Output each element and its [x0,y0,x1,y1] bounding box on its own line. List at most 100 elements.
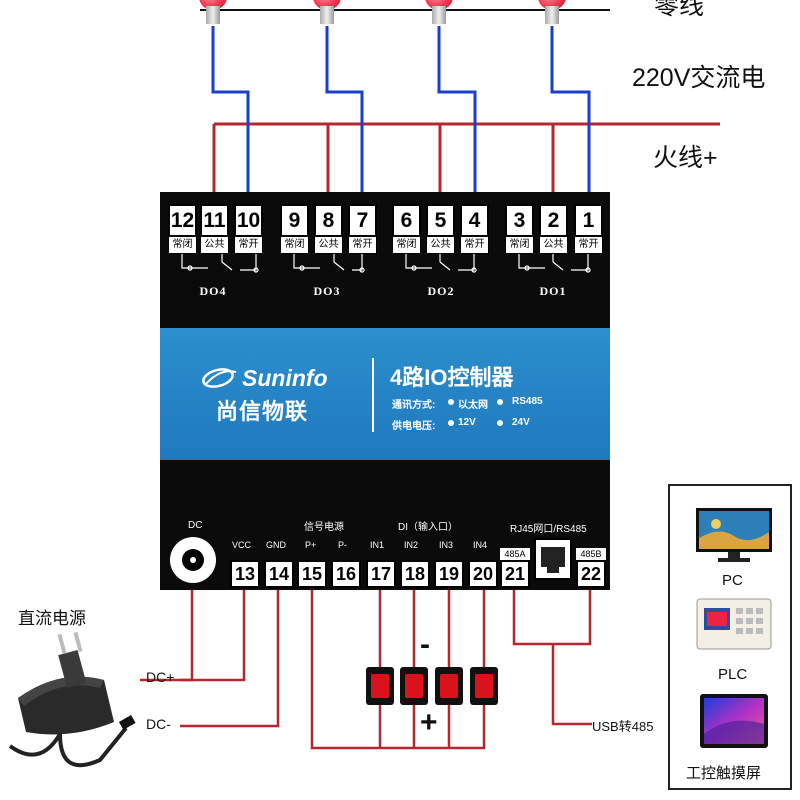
host-devices-panel: PC PLC 工控触摸屏 [668,484,792,790]
terminal-21: 21 [500,560,530,588]
power-dot-icon [497,420,503,426]
in1-label: IN1 [370,540,385,550]
relay-label: 常闭 [392,236,421,254]
do4-label: DO4 [199,284,227,298]
dc-jack-label: DC [188,520,203,531]
lamp-4-icon [538,0,566,10]
relay-label: 常开 [348,236,377,254]
in2-label: IN2 [404,540,419,550]
signal-power-label: 信号电源 [304,522,344,533]
power-adapter-icon [8,631,136,768]
rj45-label: RJ45网口/RS485 [510,524,587,535]
terminal-16: 16 [331,560,361,588]
relay-label: 公共 [539,236,568,254]
lamp-2-base-icon [320,6,334,24]
comm-dot-icon [448,399,454,405]
p-plus-label: P+ [305,540,317,550]
do1-label: DO1 [539,284,567,298]
relay-label: 常闭 [505,236,534,254]
power-label: 供电电压: [392,421,436,432]
relay-label: 常开 [574,236,603,254]
dc-plus-label: DC+ [146,669,175,685]
brand-en: Suninfo [242,365,328,391]
usb485-label: USB转485 [592,719,654,734]
comm-ethernet: 以太网 [458,400,488,411]
vcc-label: VCC [232,540,252,550]
power-12v: 12V [458,417,476,428]
relay-label: 公共 [426,236,455,254]
relay-label: 公共 [200,236,229,254]
terminal-11: 11 [200,204,229,237]
lamp-3-base-icon [432,6,446,24]
product-name: 4路IO控制器 [390,365,514,390]
terminal-8: 8 [314,204,343,237]
touchscreen-label: 工控触摸屏 [686,765,762,782]
plc-icon [696,598,772,650]
do2-label: DO2 [427,284,455,298]
io-controller: 12 11 10 9 8 7 6 5 4 3 2 1 常闭 公共 常开 常闭 公… [160,192,610,590]
dc-minus-label: DC- [146,716,171,732]
ac-voltage-label: 220V交流电 [632,64,766,92]
relay-label: 常闭 [168,236,197,254]
in3-label: IN3 [439,540,454,550]
lamp-2-icon [313,0,341,10]
485a-label: 485A [500,548,530,560]
gnd-label: GND [266,540,286,550]
terminal-4: 4 [460,204,489,237]
lamp-wires [211,26,591,206]
pc-label: PC [722,572,743,589]
plc-label: PLC [718,666,748,683]
touchscreen-icon [700,694,768,748]
device-label-band: Suninfo 尚信物联 4路IO控制器 通讯方式: 以太网 RS485 供电电… [160,328,610,460]
input-switch-2[interactable] [400,667,428,705]
comm-label: 通讯方式: [392,400,436,411]
input-switch-4[interactable] [470,667,498,705]
suninfo-logo-icon [202,368,237,388]
live-wire-label: 火线+ [653,144,718,172]
relay-label: 常开 [460,236,489,254]
terminal-12: 12 [168,204,197,237]
dc-power-label: 直流电源 [18,609,86,628]
terminal-6: 6 [392,204,421,237]
di-label: DI（输入口） [398,522,458,533]
brand-cn: 尚信物联 [216,399,309,424]
relay-label: 常闭 [280,236,309,254]
terminal-5: 5 [426,204,455,237]
lamp-1-base-icon [206,6,220,24]
input-switch-3[interactable] [435,667,463,705]
do3-label: DO3 [313,284,341,298]
rj45-port-icon [534,538,572,580]
terminal-9: 9 [280,204,309,237]
pc-monitor-icon [696,508,772,562]
terminal-17: 17 [366,560,396,588]
terminal-13: 13 [230,560,260,588]
comm-rs485: RS485 [512,396,543,407]
terminal-19: 19 [434,560,464,588]
lamp-3-icon [425,0,453,10]
in4-label: IN4 [473,540,488,550]
comm-dot-icon [497,399,503,405]
terminal-2: 2 [539,204,568,237]
terminal-10: 10 [234,204,263,237]
p-minus-label: P- [338,540,347,550]
terminal-1: 1 [574,204,603,237]
terminal-7: 7 [348,204,377,237]
relay-label: 公共 [314,236,343,254]
lamp-4-base-icon [545,6,559,24]
input-switch-1[interactable] [366,667,394,705]
neutral-label: 零线 [654,0,705,20]
minus-sign: - [420,628,430,661]
plus-sign: + [420,706,438,739]
dc-jack-icon [170,537,216,583]
power-dot-icon [448,420,454,426]
terminal-3: 3 [505,204,534,237]
terminal-22: 22 [576,560,606,588]
band-divider [372,358,374,432]
485b-label: 485B [576,548,606,560]
terminal-15: 15 [297,560,327,588]
lamp-1-icon [199,0,227,10]
power-24v: 24V [512,417,530,428]
relay-label: 常开 [234,236,263,254]
bottom-wires [140,590,592,750]
